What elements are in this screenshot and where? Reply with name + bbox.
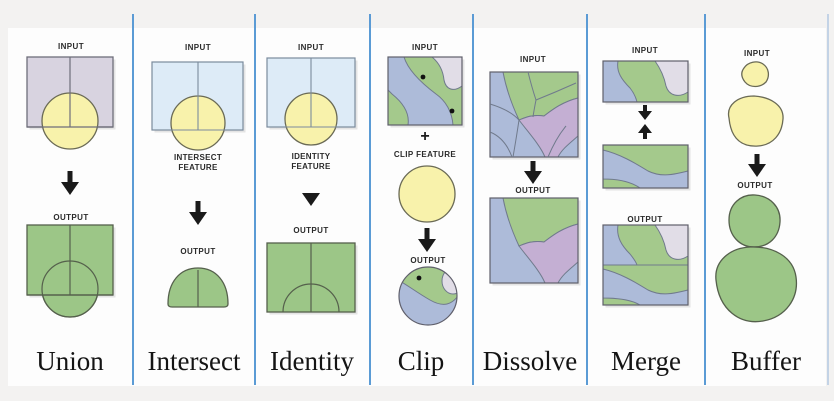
dissolve-diagram	[489, 71, 582, 287]
merge-title: Merge	[611, 346, 681, 376]
intersect-feature-label: INTERSECT FEATURE	[173, 153, 223, 172]
union-output-label: OUTPUT	[53, 213, 89, 222]
right-edge-line	[827, 14, 829, 385]
identity-diagram	[266, 57, 358, 315]
column-divider	[704, 14, 706, 385]
down-arrow-icon	[524, 161, 542, 184]
buffer-diagram	[715, 61, 798, 323]
down-arrow-icon	[189, 201, 207, 225]
column-divider	[586, 14, 588, 385]
merge-output-label: OUTPUT	[627, 215, 663, 224]
clip-diagram	[387, 56, 465, 326]
union-title: Union	[36, 346, 104, 376]
down-arrow-icon	[418, 228, 436, 252]
intersect-title: Intersect	[147, 346, 241, 376]
identity-output-label: OUTPUT	[293, 226, 329, 235]
buffer-title: Buffer	[731, 346, 801, 376]
union-diagram	[26, 56, 116, 318]
dissolve-output-label: OUTPUT	[515, 186, 551, 195]
union-input-label: INPUT	[58, 42, 84, 51]
intersect-output-label: OUTPUT	[180, 247, 216, 256]
down-triangle-icon	[302, 193, 320, 206]
intersect-input-label: INPUT	[185, 43, 211, 52]
clip-output-label: OUTPUT	[410, 256, 446, 265]
column-divider	[132, 14, 134, 385]
column-divider	[472, 14, 474, 385]
clip-title: Clip	[397, 346, 445, 376]
identity-input-label: INPUT	[298, 43, 324, 52]
buffer-input-label: INPUT	[744, 49, 770, 58]
down-arrow-icon	[748, 154, 766, 177]
merge-input-label: INPUT	[632, 46, 658, 55]
clip-feature-label: CLIP FEATURE	[393, 150, 457, 159]
up-arrow-icon	[638, 124, 652, 139]
dissolve-input-label: INPUT	[520, 55, 546, 64]
buffer-output-label: OUTPUT	[737, 181, 773, 190]
plus-icon: +	[420, 128, 430, 145]
identity-title: Identity	[270, 346, 354, 376]
down-arrow-icon	[638, 105, 652, 120]
merge-diagram	[602, 60, 691, 308]
intersect-diagram	[151, 61, 246, 308]
column-divider	[254, 14, 256, 385]
clip-input-label: INPUT	[412, 43, 438, 52]
column-divider	[369, 14, 371, 385]
identity-feature-label: IDENTITY FEATURE	[291, 152, 331, 171]
down-arrow-icon	[61, 171, 79, 195]
dissolve-title: Dissolve	[482, 346, 578, 376]
